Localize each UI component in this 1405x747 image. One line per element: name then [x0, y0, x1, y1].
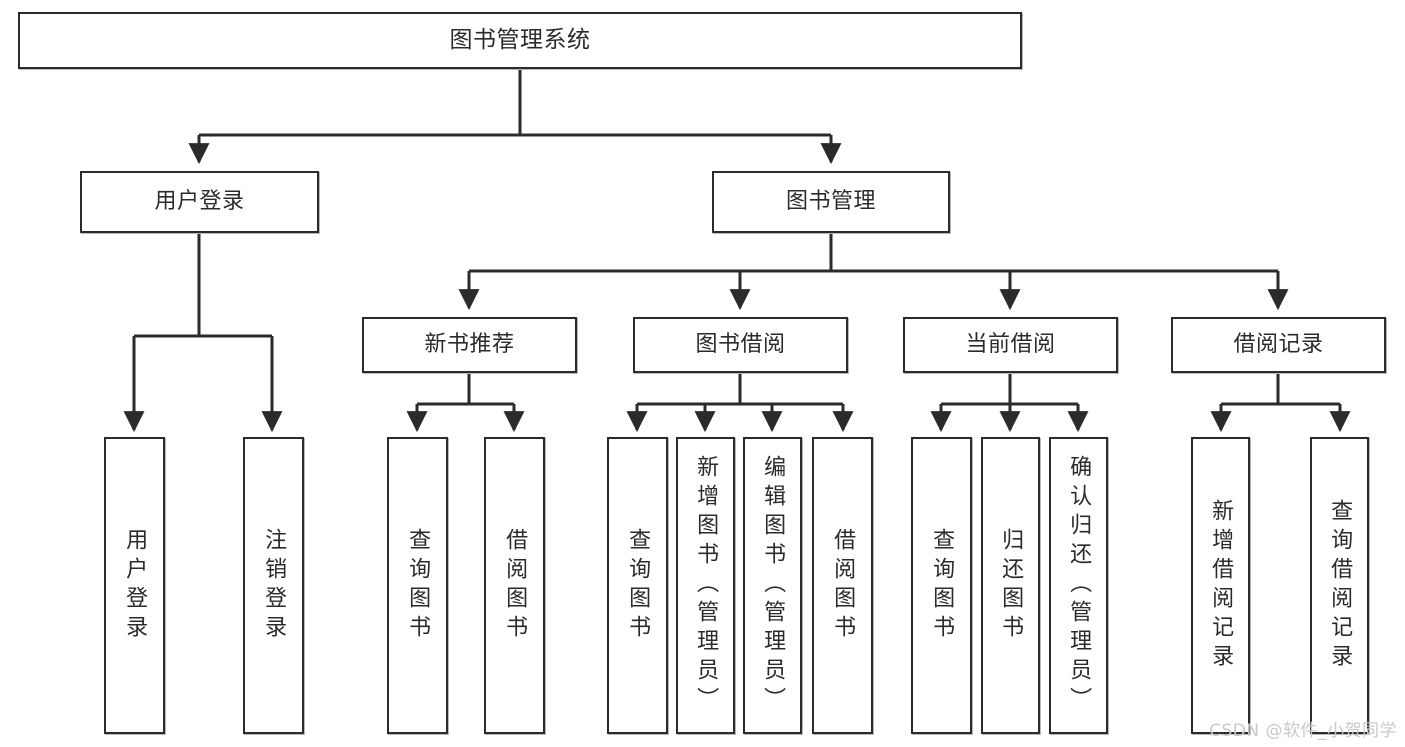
leaf-logout[interactable]: 注销登录	[243, 437, 304, 734]
leaf-borrow-book[interactable]: 借阅图书	[812, 437, 873, 734]
node-label: 用户登录	[122, 527, 148, 644]
leaf-add-book-admin[interactable]: 新增图书（管理员）	[676, 437, 735, 734]
node-user-login[interactable]: 用户登录	[80, 171, 319, 233]
node-label: 注销登录	[261, 527, 287, 644]
node-label: 借阅记录	[1233, 332, 1324, 358]
leaf-query-book-borrow[interactable]: 查询图书	[607, 437, 668, 734]
node-label: 图书管理系统	[449, 27, 591, 54]
leaf-user-login[interactable]: 用户登录	[104, 437, 165, 734]
leaf-borrow-book-rec[interactable]: 借阅图书	[484, 437, 545, 734]
node-label: 用户登录	[154, 189, 245, 215]
leaf-add-borrow-record[interactable]: 新增借阅记录	[1191, 437, 1250, 734]
node-label: 借阅图书	[830, 527, 856, 644]
node-label: 当前借阅	[965, 332, 1056, 358]
node-label: 图书管理	[785, 189, 876, 215]
node-label: 查询图书	[625, 527, 651, 644]
leaf-query-book-rec[interactable]: 查询图书	[387, 437, 448, 734]
node-label: 确认归还（管理员）	[1066, 455, 1092, 716]
node-label: 图书借阅	[695, 332, 786, 358]
node-borrow-record[interactable]: 借阅记录	[1171, 317, 1386, 373]
node-label: 查询图书	[405, 527, 431, 644]
node-label: 编辑图书（管理员）	[760, 455, 786, 716]
node-label: 查询借阅记录	[1327, 498, 1353, 673]
node-book-borrow[interactable]: 图书借阅	[633, 317, 848, 373]
node-label: 查询图书	[929, 527, 955, 644]
node-label: 新增图书（管理员）	[693, 455, 719, 716]
node-new-book-recommend[interactable]: 新书推荐	[362, 317, 577, 373]
leaf-edit-book-admin[interactable]: 编辑图书（管理员）	[743, 437, 802, 734]
node-root-system[interactable]: 图书管理系统	[18, 12, 1022, 69]
node-label: 归还图书	[998, 527, 1024, 644]
leaf-query-borrow-record[interactable]: 查询借阅记录	[1310, 437, 1369, 734]
leaf-confirm-return-admin[interactable]: 确认归还（管理员）	[1049, 437, 1108, 734]
node-current-borrow[interactable]: 当前借阅	[903, 317, 1118, 373]
node-book-management[interactable]: 图书管理	[712, 171, 950, 233]
node-label: 新书推荐	[424, 332, 515, 358]
leaf-return-book[interactable]: 归还图书	[981, 437, 1040, 734]
node-label: 新增借阅记录	[1208, 498, 1234, 673]
leaf-query-book-current[interactable]: 查询图书	[911, 437, 972, 734]
node-label: 借阅图书	[502, 527, 528, 644]
